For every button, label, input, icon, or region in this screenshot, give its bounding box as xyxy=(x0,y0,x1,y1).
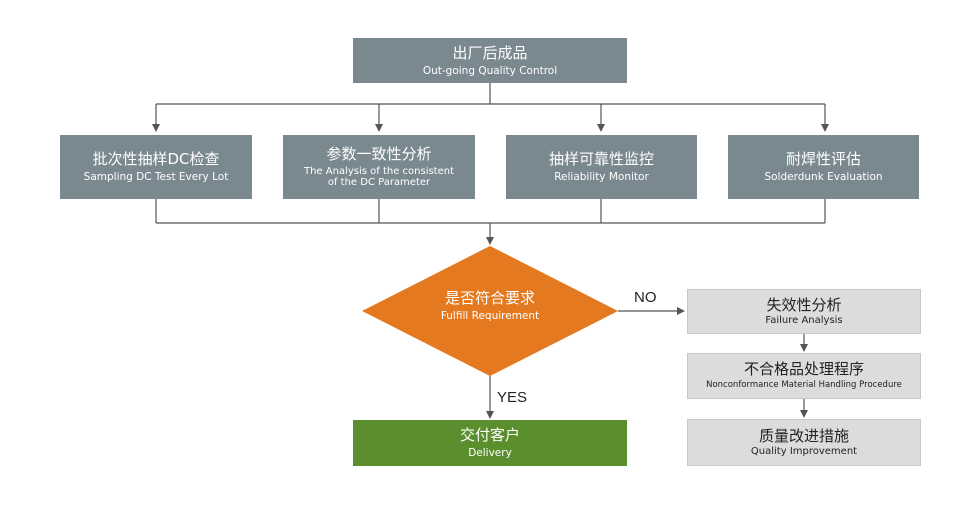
solderdunk-zh: 耐焊性评估 xyxy=(785,150,861,168)
parameter-analysis-zh: 参数一致性分析 xyxy=(326,145,432,163)
solderdunk-box: 耐焊性评估 Solderdunk Evaluation xyxy=(728,135,919,199)
reliability-monitor-box: 抽样可靠性监控 Reliability Monitor xyxy=(506,135,697,199)
reliability-monitor-zh: 抽样可靠性监控 xyxy=(548,150,654,168)
sampling-dc-box: 批次性抽样DC检查 Sampling DC Test Every Lot xyxy=(60,135,252,199)
sampling-dc-en: Sampling DC Test Every Lot xyxy=(83,171,229,183)
decision-zh: 是否符合要求 xyxy=(444,289,535,307)
parameter-analysis-box: 参数一致性分析 The Analysis of the consistent o… xyxy=(283,135,475,199)
nonconformance-en: Nonconformance Material Handling Procedu… xyxy=(706,380,902,390)
delivery-zh: 交付客户 xyxy=(459,426,520,444)
failure-analysis-zh: 失效性分析 xyxy=(766,295,842,314)
quality-improvement-en: Quality Improvement xyxy=(750,445,858,457)
no-label: NO xyxy=(634,289,657,306)
outgoing-qc-en: Out-going Quality Control xyxy=(422,64,558,77)
solderdunk-en: Solderdunk Evaluation xyxy=(764,171,883,183)
nonconformance-zh: 不合格品处理程序 xyxy=(743,360,864,378)
sampling-dc-zh: 批次性抽样DC检查 xyxy=(92,150,220,168)
failure-analysis-en: Failure Analysis xyxy=(765,314,843,326)
decision-label: 是否符合要求 Fulfill Requirement xyxy=(390,289,590,323)
quality-improvement-box: 质量改进措施 Quality Improvement xyxy=(687,419,921,466)
delivery-en: Delivery xyxy=(468,447,512,459)
decision-en: Fulfill Requirement xyxy=(440,310,540,322)
reliability-monitor-en: Reliability Monitor xyxy=(554,171,649,183)
yes-label: YES xyxy=(497,389,528,406)
quality-improvement-zh: 质量改进措施 xyxy=(758,426,849,445)
failure-analysis-box: 失效性分析 Failure Analysis xyxy=(687,289,921,334)
outgoing-qc-zh: 出厂后成品 xyxy=(452,43,528,62)
parameter-analysis-en: The Analysis of the consistent of the DC… xyxy=(303,166,455,188)
outgoing-qc-box: 出厂后成品 Out-going Quality Control xyxy=(353,38,627,83)
decision-diamond xyxy=(362,246,618,376)
delivery-box: 交付客户 Delivery xyxy=(353,420,627,466)
nonconformance-box: 不合格品处理程序 Nonconformance Material Handlin… xyxy=(687,353,921,399)
